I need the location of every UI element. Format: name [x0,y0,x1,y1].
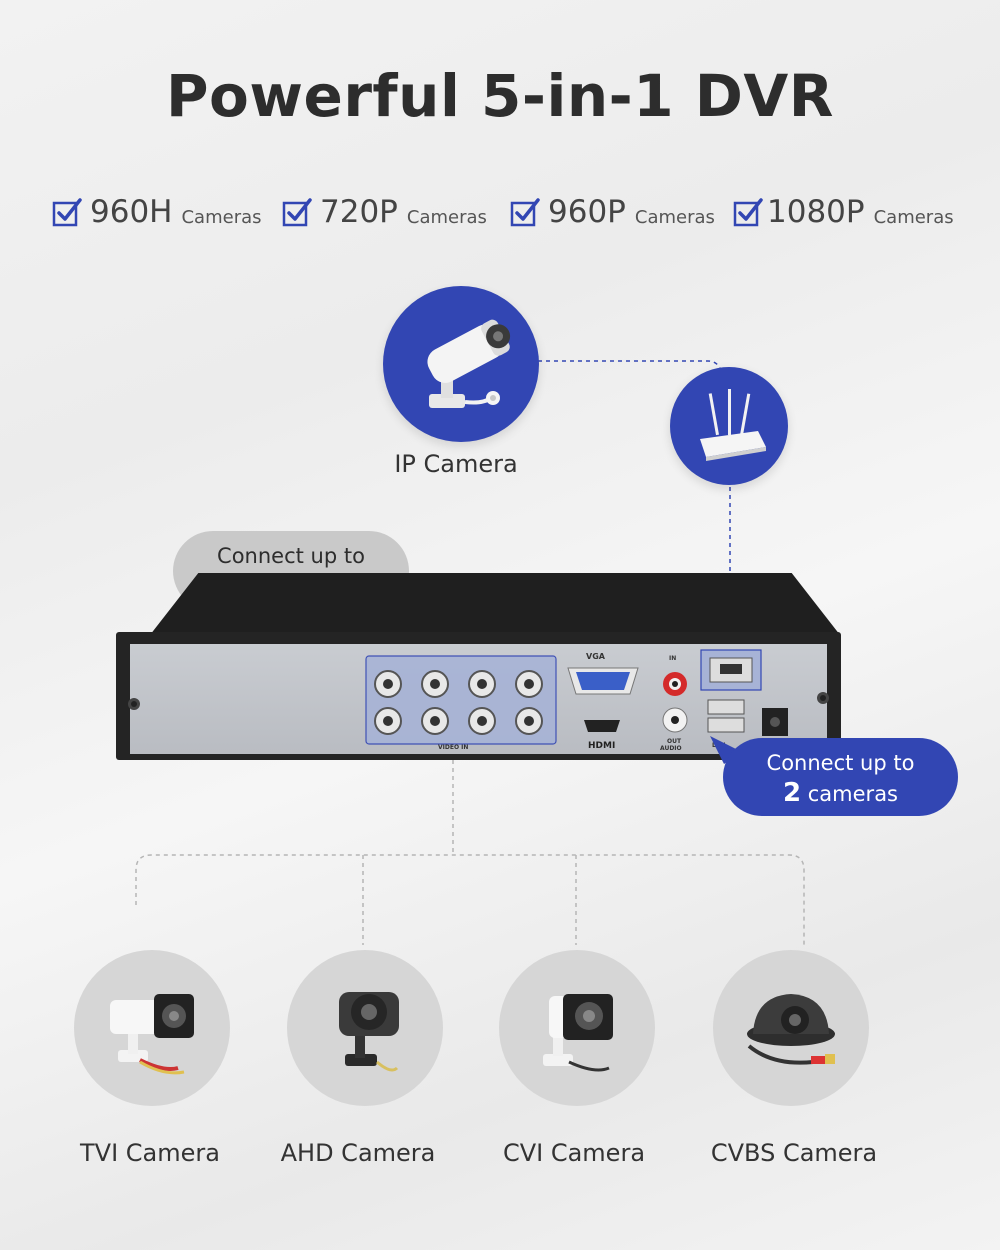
checkbox-checked-icon [733,198,763,227]
audio-in-label: IN [669,655,677,662]
dome-camera-icon [747,994,835,1065]
bullet-camera-icon [339,992,399,1072]
cvbs-camera-label: CVBS Camera [710,1139,878,1167]
ip-camera-circle [383,286,539,442]
cvi-camera-label: CVI Camera [502,1139,646,1167]
checkbox-checked-icon [510,198,540,227]
ip-camera-link [538,360,721,369]
feature-unit: Cameras [181,206,262,228]
audio-out-label: OUT [667,738,682,745]
feature-resolution: 960P [548,194,626,230]
hdmi-label: HDMI [588,741,616,751]
feature-unit: Cameras [634,206,715,228]
checkbox-checked-icon [282,198,312,227]
feature-unit: Cameras [873,206,954,228]
audio-label: AUDIO [660,745,682,752]
ip-camera-label: IP Camera [394,450,518,478]
page-title: Powerful 5-in-1 DVR [166,62,834,130]
cvbs-camera-circle [713,950,869,1106]
tvi-camera-circle [74,950,230,1106]
feature-960p: 960P Cameras [510,190,715,234]
feature-resolution: 720P [320,194,398,230]
feature-720p: 720P Cameras [282,190,487,234]
bullet-camera-icon [543,994,613,1072]
video-in-label: VIDEO IN [438,744,469,751]
dvr-ports [128,649,829,745]
camera-tree-branch [135,854,805,945]
bubble-unit: cameras [807,782,898,806]
tvi-camera-label: TVI Camera [80,1139,220,1167]
ahd-camera-label: AHD Camera [280,1139,436,1167]
bullet-camera-icon [110,994,194,1075]
bullet-camera-icon [427,319,511,408]
router-circle [670,367,788,485]
checkbox-checked-icon [52,198,82,227]
vga-label: VGA [586,652,605,661]
router-icon [700,389,766,461]
feature-resolution: 960H [90,194,173,230]
bubble-line: Connect up to [217,544,365,568]
ahd-camera-circle [287,950,443,1106]
feature-1080p: 1080P Cameras [733,190,954,234]
feature-960h: 960H Cameras [52,190,262,234]
bubble-line: Connect up to [766,751,915,775]
bubble-count: 2 [782,778,802,808]
cvi-camera-circle [499,950,655,1106]
dvr-top-cover [150,573,840,635]
connect-ip-bubble: Connect up to 2 cameras [723,738,958,816]
feature-resolution: 1080P [767,194,865,230]
feature-unit: Cameras [406,206,487,228]
